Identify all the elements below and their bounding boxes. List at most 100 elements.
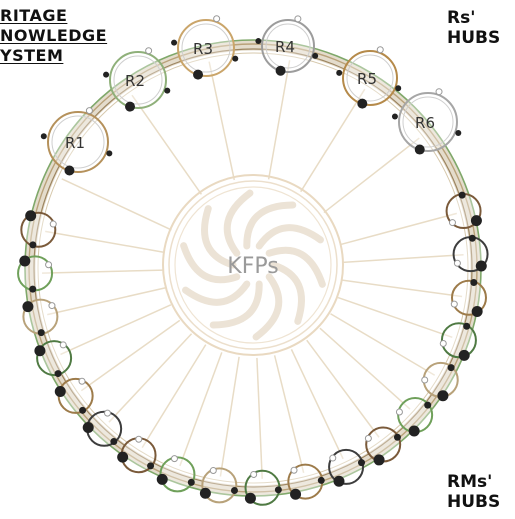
hub-node	[55, 386, 66, 397]
hub-node	[60, 342, 66, 348]
spoke-line	[331, 314, 435, 376]
spoke-line	[257, 358, 262, 479]
hub-node	[64, 166, 74, 176]
hub-node	[455, 130, 461, 136]
hub-node	[295, 16, 301, 22]
hub-node	[471, 215, 482, 226]
hub-node	[46, 262, 52, 268]
spoke-line	[209, 62, 234, 180]
hub-node	[365, 435, 371, 441]
rm-hub	[157, 456, 195, 492]
r-hub-label: R5	[357, 70, 377, 88]
hub-node	[451, 301, 457, 307]
r-hub-label: R2	[125, 72, 145, 90]
hub-node	[392, 113, 398, 119]
hub-node	[409, 426, 420, 437]
hub-node	[171, 456, 177, 462]
hub-node	[193, 70, 203, 80]
hub-node	[358, 459, 365, 466]
rm-hub	[329, 450, 365, 487]
hub-node	[79, 378, 85, 384]
spoke-line	[42, 270, 163, 273]
hub-node	[25, 210, 36, 221]
hub-node	[34, 345, 45, 356]
spoke-line	[340, 213, 457, 244]
hub-node	[424, 402, 431, 409]
rm-hub	[34, 341, 71, 377]
hub-node	[146, 48, 152, 54]
hub-node	[29, 241, 36, 248]
rm-hub	[422, 363, 458, 401]
spoke-line	[338, 298, 452, 338]
spoke-line	[275, 355, 304, 472]
hub-node	[377, 47, 383, 53]
hub-node	[436, 89, 442, 95]
spoke-line	[81, 320, 179, 390]
hub-node	[245, 493, 256, 504]
hub-node	[448, 364, 455, 371]
hub-node	[470, 279, 477, 286]
hub-node	[472, 306, 483, 317]
r-hub-label: R6	[415, 114, 435, 132]
spoke-line	[269, 60, 290, 179]
hub-node	[231, 487, 238, 494]
rm-hub	[18, 256, 52, 293]
hub-node	[396, 409, 402, 415]
kfps-core: KFPs	[163, 175, 343, 355]
rm-hub	[451, 279, 486, 317]
spoke-line	[180, 352, 222, 466]
rm-hub-circle	[59, 379, 93, 413]
hub-node	[86, 108, 92, 114]
rm-hub-circle	[442, 323, 476, 357]
hub-node	[210, 468, 216, 474]
spoke-line	[132, 95, 201, 194]
hub-node	[79, 407, 86, 414]
hub-node	[55, 370, 62, 377]
hub-node	[164, 88, 170, 94]
spoke-line	[45, 231, 164, 252]
hub-node	[136, 436, 142, 442]
spoke-line	[324, 138, 419, 212]
hub-node	[291, 467, 297, 473]
hub-node	[41, 133, 47, 139]
rm-hub	[117, 436, 155, 472]
hub-node	[454, 260, 460, 266]
hub-node	[336, 70, 342, 76]
rm-hub	[200, 468, 238, 503]
rm-hub	[21, 210, 56, 248]
hub-node	[83, 422, 94, 433]
hub-node	[437, 390, 448, 401]
spoke-line	[343, 255, 464, 263]
r-hub-label: R1	[65, 134, 85, 152]
r-hub-3: R3	[171, 16, 238, 80]
hub-node	[106, 150, 112, 156]
spoke-line	[109, 334, 192, 422]
hub-node	[330, 455, 336, 461]
rm-hub	[447, 192, 482, 228]
hub-node	[394, 434, 401, 441]
hub-node	[157, 474, 168, 485]
hub-node	[440, 341, 446, 347]
hub-node	[459, 192, 466, 199]
rm-hub	[440, 323, 476, 361]
spoke-line	[301, 89, 365, 192]
hub-node	[251, 471, 257, 477]
hub-node	[29, 286, 36, 293]
spoke-line	[62, 179, 172, 230]
r-hub-label: R3	[193, 40, 213, 58]
spoke-line	[307, 340, 379, 437]
swirl-petal	[186, 284, 247, 302]
spoke-line	[220, 357, 239, 477]
hub-node	[395, 85, 401, 91]
center-label: KFPs	[227, 254, 278, 279]
hub-node	[50, 221, 56, 227]
rm-hub	[22, 300, 57, 336]
hub-node	[318, 477, 325, 484]
hub-node	[357, 99, 367, 109]
hub-node	[290, 489, 301, 500]
spoke-line	[291, 349, 343, 458]
hub-node	[188, 479, 195, 486]
hub-node	[312, 53, 318, 59]
spoke-line	[47, 288, 165, 315]
